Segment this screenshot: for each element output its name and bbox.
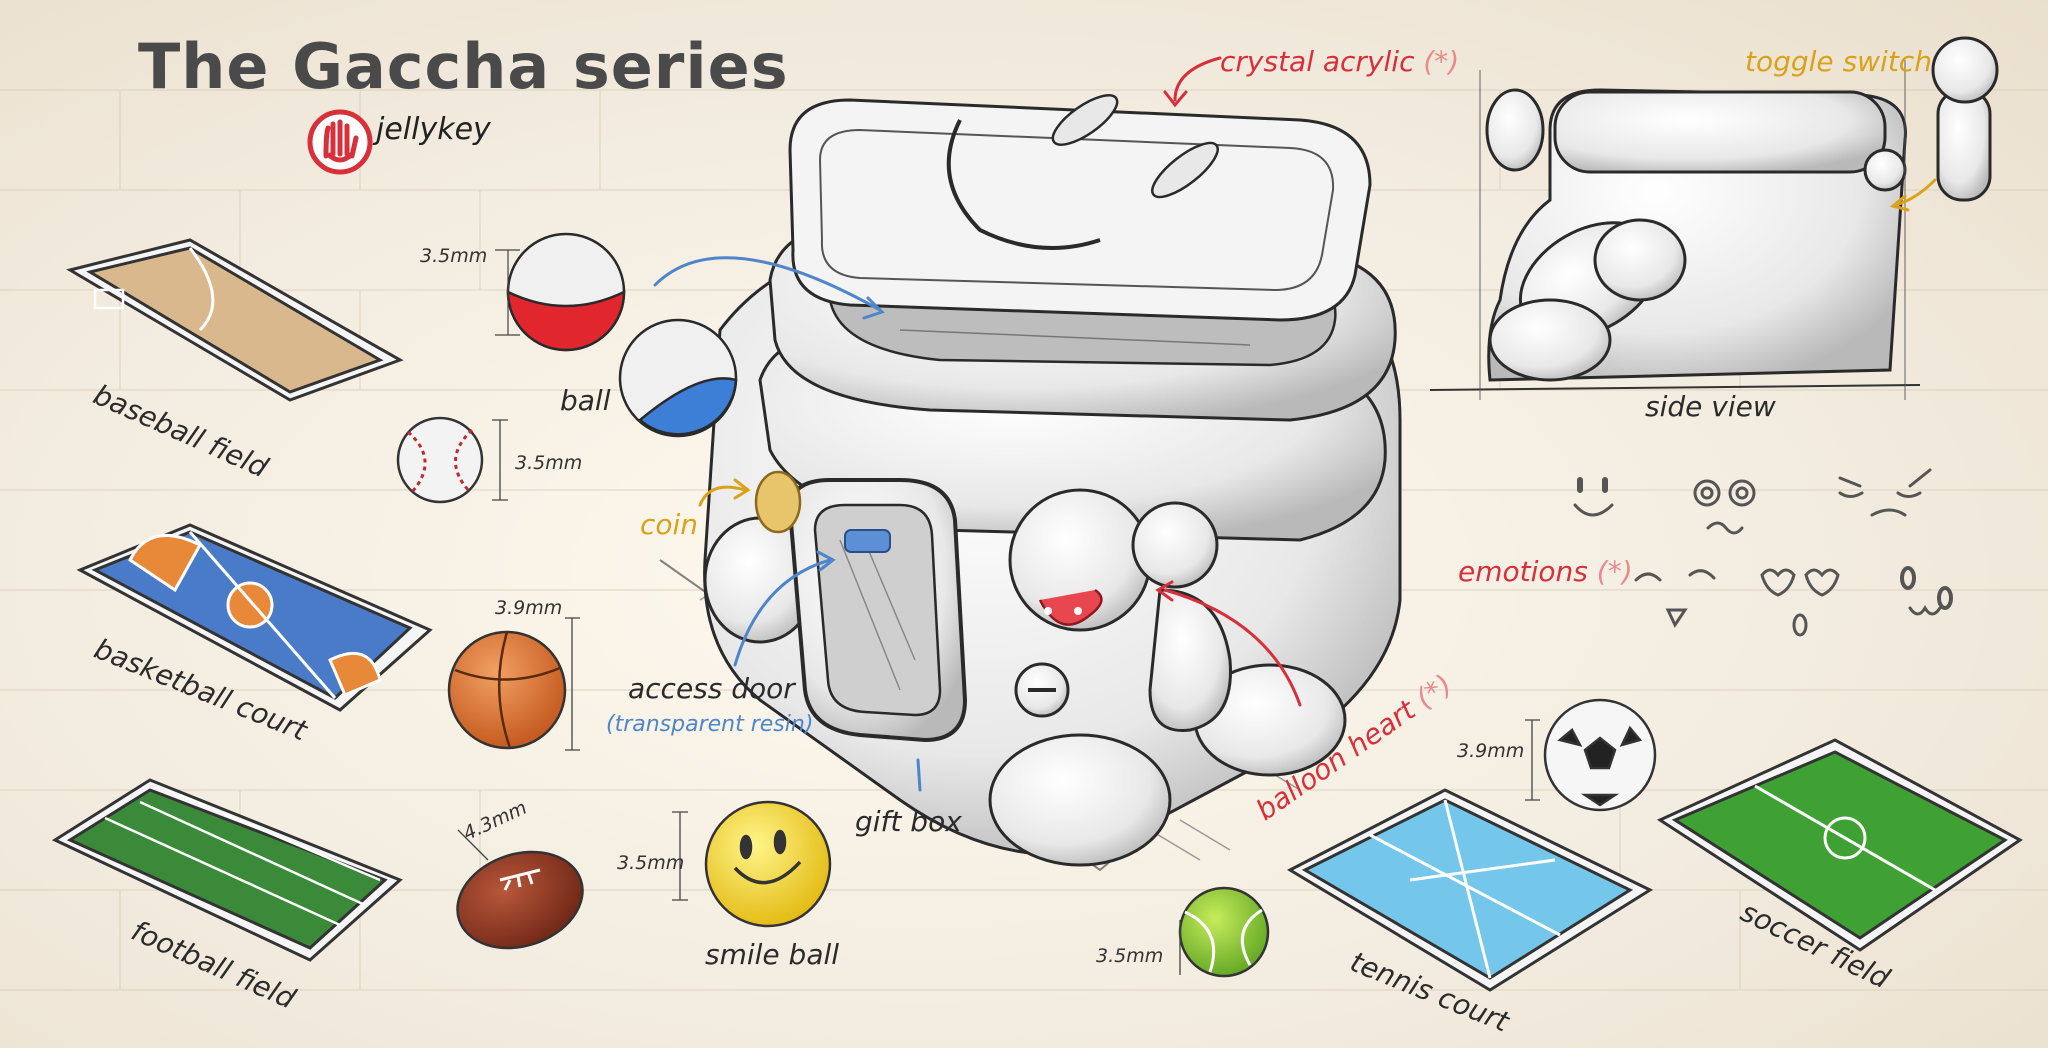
label-transparent-resin: (transparent resin) [606,712,814,737]
emotion-faces [1573,468,1953,637]
dim-basketball: 3.9mm [495,597,563,619]
dim-capsule-ball: 3.5mm [420,245,488,267]
dim-tennis-ball: 3.5mm [1096,945,1164,967]
page-title: The Gaccha series [138,30,789,103]
tennis-court-tile [1286,788,1654,992]
side-view-drawing [1429,36,1999,400]
capsule-balls [495,232,738,438]
label-smile-ball: smile ball [705,938,840,971]
soccer-field-tile [1656,738,2023,952]
emotions-text: emotions [1458,555,1588,588]
label-access-door: access door [628,672,795,705]
baseball-ball [396,416,484,504]
soccer-ball [1543,698,1657,812]
label-side-view: side view [1645,390,1776,423]
label-coin: coin [640,508,699,541]
label-crystal-acrylic: crystal acrylic (*) [1220,45,1459,78]
football-ball [456,850,584,950]
emotion-love [1760,568,1840,637]
brand-wordmark: jellykey [376,112,491,147]
label-gift-box: gift box [855,805,962,838]
dim-smile-ball: 3.5mm [617,852,685,874]
dim-soccer-ball: 3.9mm [1457,740,1525,762]
basketball-ball [447,630,567,750]
emotion-dizzy [1693,479,1756,535]
dim-baseball: 3.5mm [515,452,583,474]
baseball-field-tile [66,238,404,402]
label-ball: ball [560,384,611,417]
star-marker: (*) [1423,45,1460,78]
dimension-lines [457,419,1540,975]
crystal-acrylic-text: crystal acrylic [1220,45,1415,78]
smile-ball [704,800,832,928]
emotion-sad [1634,569,1716,629]
basketball-court-tile [76,523,433,712]
label-emotions: emotions (*) [1458,555,1633,588]
star-marker: (*) [1596,555,1633,588]
gacha-machine [659,94,1402,872]
emotion-smile [1573,477,1614,517]
annotation-arrows [653,56,1937,792]
label-toggle-switch: toggle switch [1745,45,1932,78]
jellykey-logo [307,109,373,175]
emotion-surprised [1900,566,1953,616]
football-field-tile [51,778,403,962]
tennis-ball [1178,886,1270,978]
emotion-angry [1838,468,1932,517]
